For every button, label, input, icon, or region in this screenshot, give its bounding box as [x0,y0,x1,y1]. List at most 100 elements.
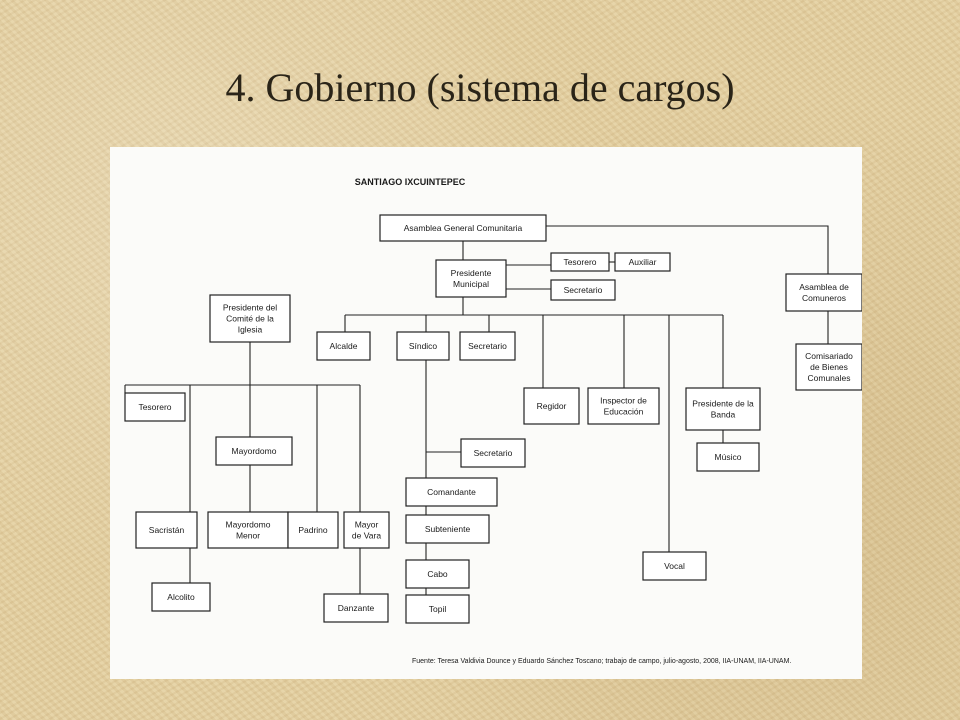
node-label: Vocal [664,561,685,571]
node-label: Asamblea General Comunitaria [404,223,523,233]
node-vocal: Vocal [642,551,707,581]
node-box [405,514,490,544]
node-secretario-mun: Secretario [550,279,616,301]
node-box [379,214,547,242]
node-label: de Vara [352,531,381,541]
node-box [405,559,470,589]
node-tesorero-mun: Tesorero [550,252,610,272]
node-label: Inspector de [600,396,647,406]
chart-source: Fuente: Teresa Valdivia Dounce y Eduardo… [412,658,791,665]
node-alcolito: Alcolito [151,582,211,612]
org-chart-edges [124,225,829,595]
node-label: Secretario [474,448,513,458]
node-label: Educación [604,407,644,417]
node-label: Banda [711,410,736,420]
node-box [795,343,862,391]
node-box [405,594,470,624]
node-box [323,593,389,623]
node-subteniente: Subteniente [405,514,490,544]
node-sacristan: Sacristán [135,511,198,549]
node-box [550,279,616,301]
node-box [124,392,186,422]
node-mayordomo: Mayordomo [215,436,293,466]
node-box [287,511,339,549]
node-auxiliar: Auxiliar [614,252,671,272]
node-label: Comuneros [802,293,846,303]
node-label: Alcolito [167,592,195,602]
node-label: Tesorero [563,257,596,267]
node-label: Presidente de la [692,399,754,409]
node-label: Iglesia [238,325,263,335]
node-label: Comité de la [226,314,274,324]
node-label: Sacristán [149,525,185,535]
node-box [614,252,671,272]
node-alcalde: Alcalde [316,331,371,361]
node-label: Cabo [427,569,448,579]
node-label: Mayor [355,520,379,530]
org-chart: Asamblea General ComunitariaPresidenteMu… [124,177,862,665]
chart-heading: SANTIAGO IXCUINTEPEC [355,177,466,187]
node-box [316,331,371,361]
node-sindico: Síndico [396,331,450,361]
node-label: Mayordomo [226,520,271,530]
node-label: Auxiliar [629,257,657,267]
node-label: Subteniente [425,524,471,534]
node-padrino: Padrino [287,511,339,549]
node-label: Alcalde [330,341,358,351]
node-box [460,438,526,468]
node-label: Comandante [427,487,476,497]
node-label: Danzante [338,603,375,613]
node-box [215,436,293,466]
node-label: Síndico [409,341,438,351]
node-box [396,331,450,361]
node-topil: Topil [405,594,470,624]
node-box [587,387,660,425]
node-label: Municipal [453,279,489,289]
node-label: Mayordomo [232,446,277,456]
org-chart-nodes: Asamblea General ComunitariaPresidenteMu… [124,214,862,624]
node-box [135,511,198,549]
node-label: Presidente del [223,303,277,313]
node-label: Comunales [808,373,851,383]
node-cabo: Cabo [405,559,470,589]
node-box [785,273,862,312]
node-box [685,387,761,431]
node-secretario-2: Secretario [459,331,516,361]
node-musico: Músico [696,442,760,472]
node-box [343,511,390,549]
node-label: Regidor [537,401,567,411]
node-label: Menor [236,531,260,541]
node-label: de Bienes [810,362,848,372]
node-box [550,252,610,272]
slide-title: 4. Gobierno (sistema de cargos) [225,65,735,110]
node-label: Secretario [468,341,507,351]
node-comandante: Comandante [405,477,498,507]
node-box [696,442,760,472]
node-secretario-sind: Secretario [460,438,526,468]
node-tesorero-ig: Tesorero [124,392,186,422]
node-label: Músico [715,452,742,462]
node-box [435,259,507,298]
node-label: Comisariado [805,351,853,361]
node-label: Tesorero [138,402,171,412]
node-asamblea-general: Asamblea General Comunitaria [379,214,547,242]
node-regidor: Regidor [523,387,580,425]
node-danzante: Danzante [323,593,389,623]
node-box [642,551,707,581]
node-label: Padrino [298,525,328,535]
node-label: Topil [429,604,447,614]
node-box [523,387,580,425]
node-label: Asamblea de [799,282,849,292]
node-label: Secretario [564,285,603,295]
node-box [151,582,211,612]
node-box [459,331,516,361]
